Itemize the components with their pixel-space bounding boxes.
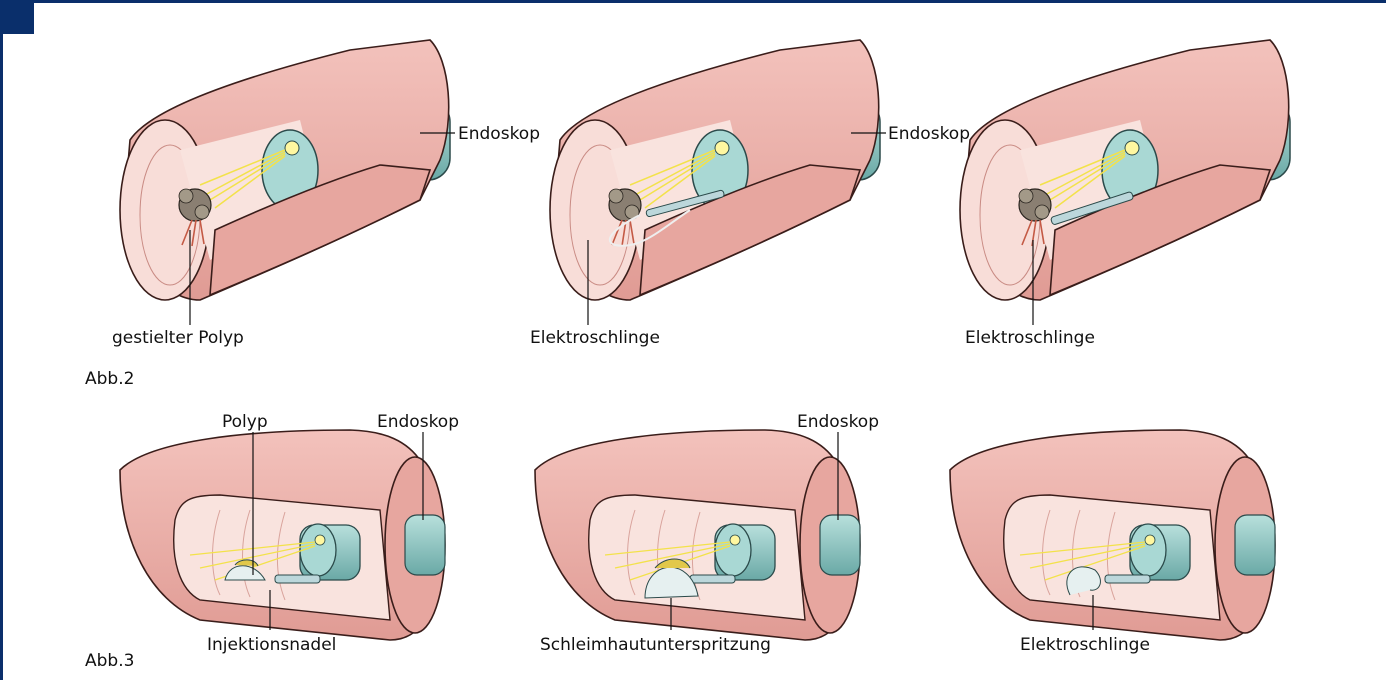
label-elektroschlinge-2b: Elektroschlinge xyxy=(530,328,660,348)
abb3-panel-3 xyxy=(950,430,1275,640)
label-endoskop-2a: Endoskop xyxy=(458,124,540,144)
caption-abb2: Abb.2 xyxy=(85,369,134,389)
abb2-panel-2 xyxy=(550,40,880,300)
label-endoskop-3a: Endoskop xyxy=(377,412,459,432)
label-gestielter-polyp: gestielter Polyp xyxy=(112,328,244,348)
caption-abb3: Abb.3 xyxy=(85,651,134,671)
label-elektroschlinge-3c: Elektroschlinge xyxy=(1020,635,1150,655)
label-endoskop-2b: Endoskop xyxy=(888,124,970,144)
abb2-panel-3 xyxy=(960,40,1290,300)
abb2-panel-1 xyxy=(120,40,450,300)
label-polyp: Polyp xyxy=(222,412,268,432)
label-injektionsnadel: Injektionsnadel xyxy=(207,635,336,655)
label-elektroschlinge-2c: Elektroschlinge xyxy=(965,328,1095,348)
label-schleimhautunterspritzung: Schleimhautunterspritzung xyxy=(540,635,771,655)
label-endoskop-3b: Endoskop xyxy=(797,412,879,432)
abb3-panel-1 xyxy=(120,430,445,640)
abb3-panel-2 xyxy=(535,430,860,640)
